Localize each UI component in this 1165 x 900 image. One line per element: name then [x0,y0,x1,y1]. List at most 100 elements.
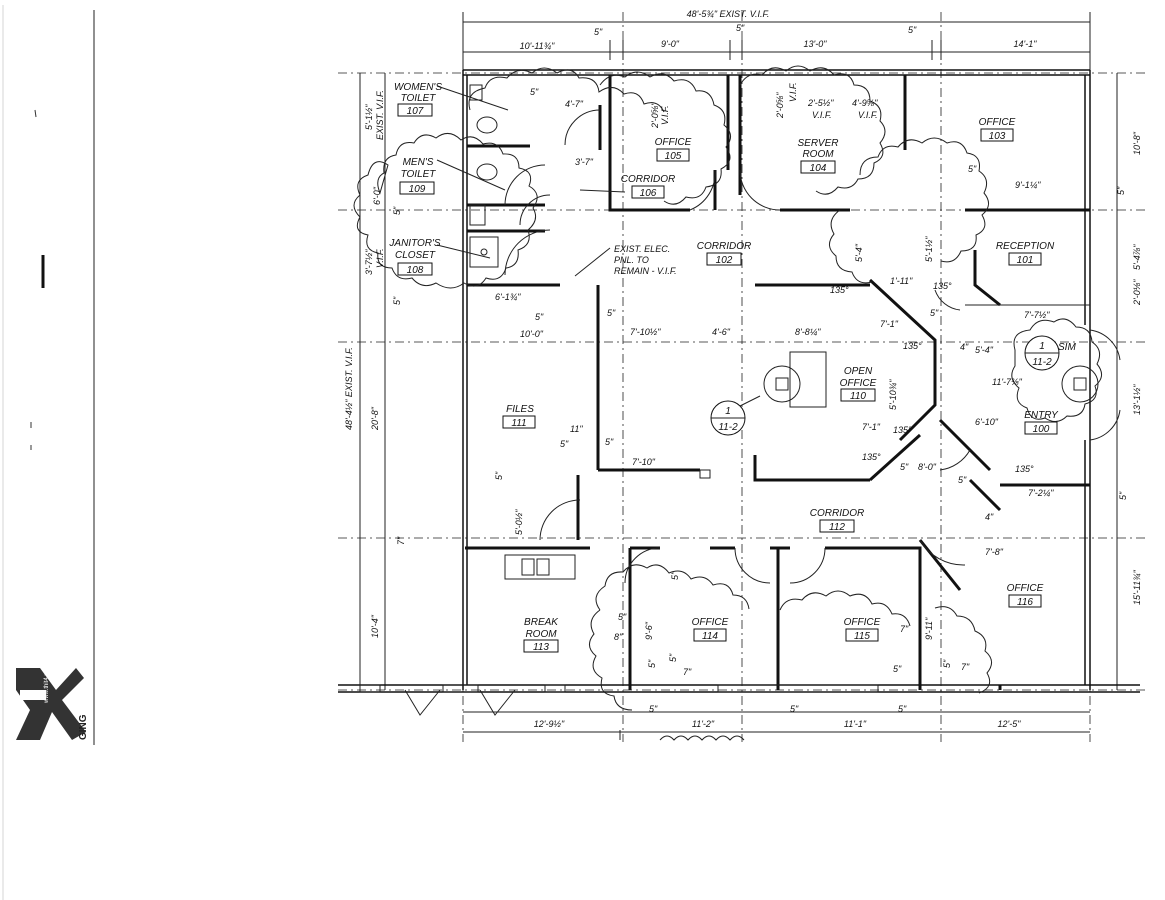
sim-note: SIM [1058,342,1076,353]
fixtures [359,84,1099,693]
room-109-name-1: MEN'S [403,157,434,168]
room-105: OFFICE 105 [655,137,692,162]
dim-2-5: 2'-5½" [807,98,834,108]
dim-4: 4" [960,342,969,352]
dim-top-4: 14'-1" [1014,39,1038,49]
dim-4b: 4" [985,512,994,522]
dim-7-8: 7'-8" [985,547,1004,557]
dim-135a: 135° [830,285,849,295]
dim-7-1b: 7'-1" [862,422,881,432]
room-100-number: 100 [1033,424,1050,435]
dim-13-1: 13'-1½" [1132,384,1142,415]
room-111: FILES 111 [502,404,536,429]
room-104-name-2: ROOM [802,149,834,160]
dim-bottom-2: 11'-2" [692,719,715,729]
dim-8-8: 8'-8¼" [795,327,821,337]
dim-5c: 5" [958,475,967,485]
dim-4-6: 4'-6" [712,327,731,337]
dim-left-vif: V.I.F. [375,248,385,268]
room-115-number: 115 [854,631,870,642]
leader-lines [436,85,626,277]
dim-left-5a: 5" [392,206,402,215]
dim-top-2: 9'-0" [661,39,680,49]
electrical-panel-note: EXIST. ELEC. PNL. TO REMAIN - V.I.F. [614,244,677,276]
section-marker-1: 1 11-2 [710,395,761,436]
dim-135d: 135° [893,425,912,435]
dim-bottom-3: 11'-1" [844,719,867,729]
dim-t5b: 5" [736,23,745,33]
dim-10-8: 10'-8" [1132,131,1142,155]
dim-6-10: 6'-10" [975,417,999,427]
dim-5d: 5" [535,312,544,322]
room-111-number: 111 [511,418,526,429]
dim-8: 8" [614,632,623,642]
dim-left-exist: EXIST. V.I.F. [375,90,385,140]
elec-note-3: REMAIN - V.I.F. [614,266,677,276]
dim-6-1: 6'-1¾" [495,292,521,302]
dim-5-103: 5" [968,164,977,174]
room-108-name-2: CLOSET [395,250,436,261]
dim-left-5b: 5" [392,296,402,305]
room-114-number: 114 [702,631,718,642]
room-111-name: FILES [506,404,534,415]
top-dimension-lines [359,12,1118,733]
elec-note-2: PNL. TO [614,255,649,265]
elec-note-1: EXIST. ELEC. [614,244,670,254]
room-106: CORRIDOR 106 [621,174,675,199]
room-102: CORRIDOR 102 [697,241,751,266]
dim-5-4: 5'-4" [854,243,864,262]
logo-text: GING [78,714,89,740]
dim-top-1: 10'-11¾" [520,41,556,51]
dim-t5a: 5" [594,27,603,37]
dim-9-1: 9'-1¼" [1015,180,1041,190]
section-2-bottom: 11-2 [1032,357,1052,368]
room-103-number: 103 [989,131,1006,142]
dim-5-107: 5" [530,87,539,97]
dim-9-6: 9'-6" [644,621,654,640]
room-113: BREAK ROOM 113 [523,617,559,653]
dim-overall-top: 48'-5¾" EXIST. V.I.F. [687,9,770,19]
dim-bottom-5c: 5" [898,704,907,714]
section-marker-2: 1 11-2 SIM [1024,335,1076,371]
room-110-name-2: OFFICE [840,378,877,389]
room-106-number: 106 [640,188,657,199]
dim-7-10a: 7'-10½" [630,327,661,337]
dim-1-11: 1'-11" [890,276,913,286]
dim-vif-105: V.I.F. [660,105,670,125]
room-104-number: 104 [810,163,827,174]
room-112-number: 112 [829,522,845,533]
room-109: MEN'S TOILET 109 [399,157,437,195]
room-116-number: 116 [1017,597,1033,608]
dim-5f: 5" [560,439,569,449]
dim-5-r1: 5" [1116,186,1126,195]
room-116: OFFICE 116 [1007,583,1044,608]
room-113-name-1: BREAK [524,617,559,628]
dim-left-3-7: 3'-7½" [364,249,374,275]
room-113-number: 113 [533,642,549,653]
room-112-name: CORRIDOR [810,508,864,519]
section-1-bottom: 11-2 [718,422,738,433]
dim-7-7: 7'-7½" [1024,310,1050,320]
dim-vif-104b: V.I.F. [812,110,832,120]
dim-3-7: 3'-7" [575,157,594,167]
dim-bottom-5a: 5" [649,704,658,714]
room-114: OFFICE 114 [692,617,729,642]
section-1-top: 1 [725,406,731,417]
room-107-number: 107 [407,106,424,117]
room-108: JANITOR'S CLOSET 108 [388,238,441,276]
dim-135b: 135° [933,281,952,291]
dim-7-10b: 7'-10" [632,457,656,467]
room-106-name: CORRIDOR [621,174,675,185]
dim-15-11: 15'-11¾" [1132,569,1142,605]
room-108-number: 108 [407,265,424,276]
dim-5-1: 5'-1½" [924,236,934,262]
dim-top-3: 13'-0" [804,39,828,49]
dim-left-7: 7" [396,536,406,545]
dim-7-2: 7'-2¼" [1028,488,1054,498]
room-105-number: 105 [665,151,682,162]
room-100: ENTRY 100 [1024,410,1059,435]
room-110: OPEN OFFICE 110 [840,366,877,402]
room-109-name-2: TOILET [401,169,437,180]
dim-left-overall: 48'-4½" EXIST. V.I.F. [344,347,354,430]
